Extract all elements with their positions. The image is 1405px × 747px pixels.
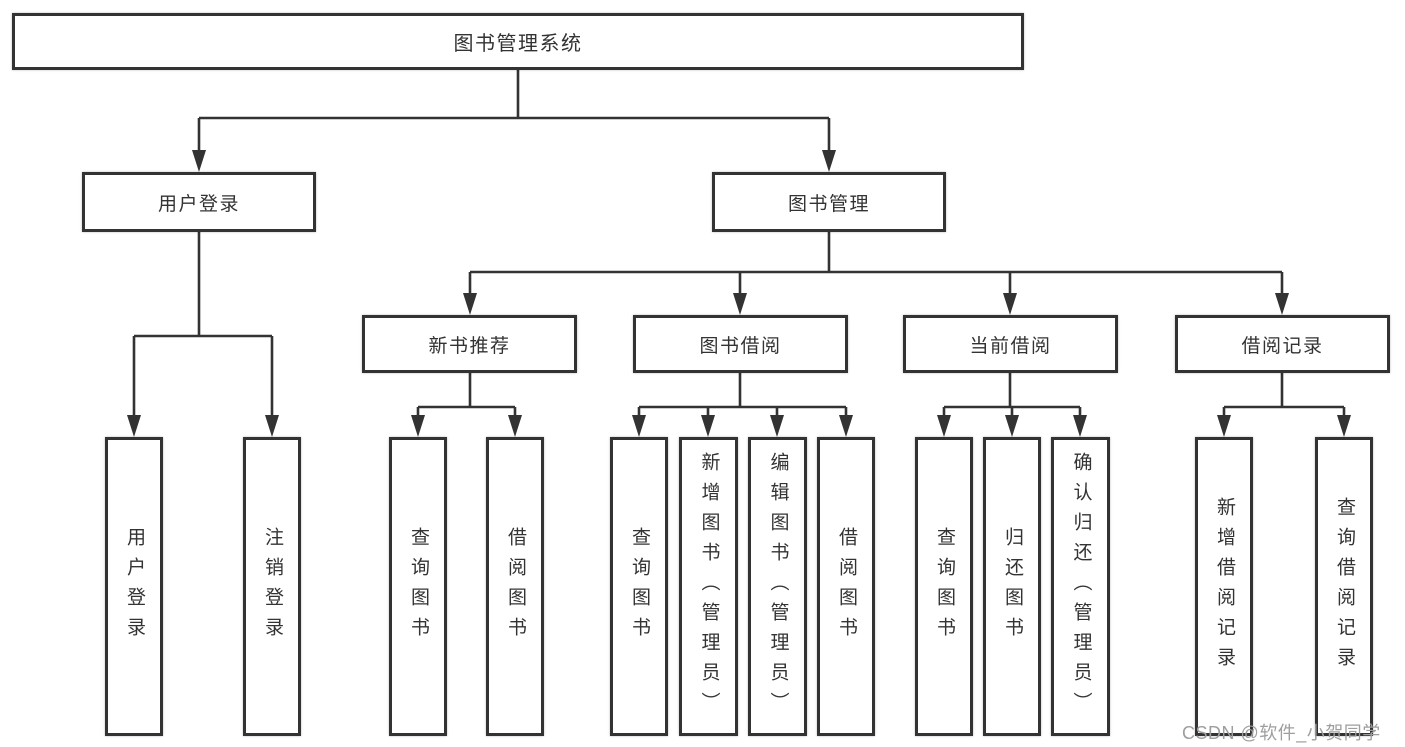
leaf-add-book-admin: 新增图书（管理员） bbox=[679, 437, 738, 736]
arrowheads bbox=[127, 150, 1351, 437]
node-label: 图书管理 bbox=[787, 193, 870, 215]
node-label: 新增图书（管理员） bbox=[698, 451, 720, 722]
node-user-login: 用户登录 bbox=[82, 172, 316, 232]
node-label: 新书推荐 bbox=[428, 335, 511, 357]
leaf-add-borrow-record: 新增借阅记录 bbox=[1195, 437, 1253, 736]
leaf-query-book: 查询图书 bbox=[915, 437, 973, 736]
node-label: 用户登录 bbox=[123, 526, 145, 647]
node-label: 确认归还（管理员） bbox=[1070, 451, 1092, 722]
node-label: 查询借阅记录 bbox=[1333, 496, 1355, 677]
leaf-confirm-return-admin: 确认归还（管理员） bbox=[1051, 437, 1110, 736]
leaf-return-book: 归还图书 bbox=[983, 437, 1041, 736]
node-borrowing-records: 借阅记录 bbox=[1175, 315, 1390, 373]
leaf-query-book: 查询图书 bbox=[389, 437, 447, 736]
node-current-borrowing: 当前借阅 bbox=[903, 315, 1118, 373]
node-library-management-system: 图书管理系统 bbox=[12, 13, 1024, 70]
csdn-watermark: CSDN @软件_小贺同学 bbox=[1182, 723, 1381, 743]
node-label: 归还图书 bbox=[1001, 526, 1023, 647]
tree-connector-path bbox=[132, 69, 1346, 419]
leaf-logout: 注销登录 bbox=[243, 437, 301, 736]
node-label: 借阅图书 bbox=[504, 526, 526, 647]
node-label: 当前借阅 bbox=[969, 335, 1052, 357]
node-label: 新增借阅记录 bbox=[1213, 496, 1235, 677]
node-label: 查询图书 bbox=[933, 526, 955, 647]
node-label: 查询图书 bbox=[628, 526, 650, 647]
leaf-borrow-book: 借阅图书 bbox=[817, 437, 875, 736]
leaf-borrow-book: 借阅图书 bbox=[486, 437, 544, 736]
node-book-management: 图书管理 bbox=[712, 172, 946, 232]
node-label: 查询图书 bbox=[407, 526, 429, 647]
leaf-query-book: 查询图书 bbox=[610, 437, 668, 736]
leaf-edit-book-admin: 编辑图书（管理员） bbox=[748, 437, 807, 736]
node-label: 注销登录 bbox=[261, 526, 283, 647]
leaf-user-login: 用户登录 bbox=[105, 437, 163, 736]
node-label: 借阅记录 bbox=[1241, 335, 1324, 357]
node-label: 借阅图书 bbox=[835, 526, 857, 647]
node-label: 编辑图书（管理员） bbox=[767, 451, 789, 722]
node-label: 图书管理系统 bbox=[453, 33, 583, 55]
node-label: 用户登录 bbox=[157, 193, 240, 215]
node-label: 图书借阅 bbox=[699, 335, 782, 357]
leaf-query-borrow-record: 查询借阅记录 bbox=[1315, 437, 1373, 736]
node-new-book-recommend: 新书推荐 bbox=[362, 315, 577, 373]
node-book-borrowing: 图书借阅 bbox=[633, 315, 848, 373]
